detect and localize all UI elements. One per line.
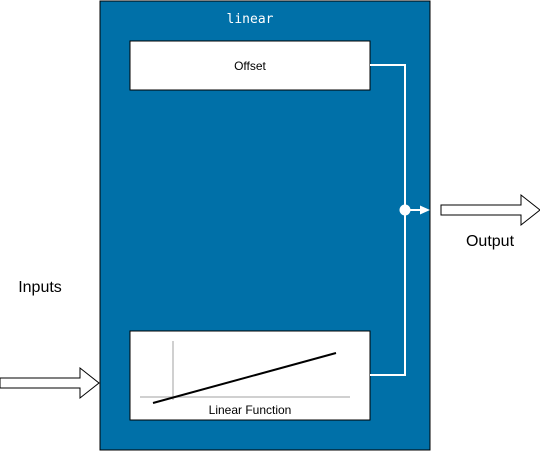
output-arrow [440, 193, 540, 227]
summing-connector [370, 64, 406, 376]
output-connector-arrowhead [420, 205, 430, 215]
inputs-label: Inputs [18, 279, 62, 296]
output-label: Output [466, 233, 515, 250]
block-title: linear [227, 12, 274, 27]
offset-label: Offset [234, 59, 266, 73]
linear-plot-line [152, 352, 337, 404]
linear-function-label: Linear Function [209, 403, 292, 417]
offset-box [129, 40, 371, 91]
input-arrow [0, 366, 100, 400]
